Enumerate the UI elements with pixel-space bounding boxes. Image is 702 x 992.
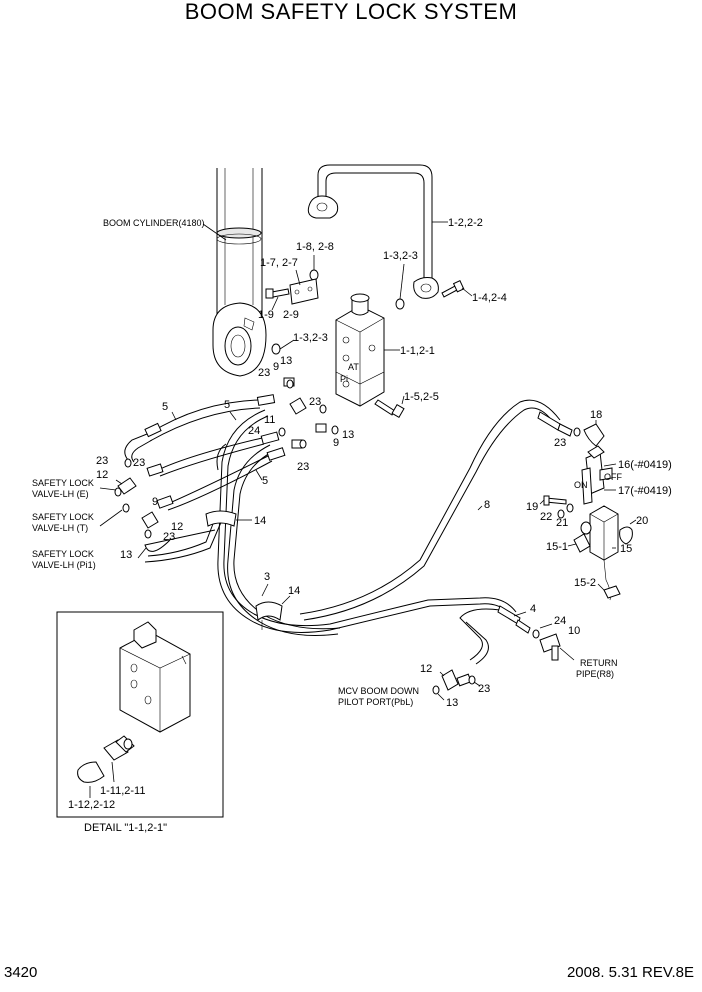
callout-23: 23 — [297, 461, 309, 473]
callout-16: 16(-#0419) — [618, 459, 672, 471]
page-number: 3420 — [4, 964, 38, 981]
callout-14: 14 — [254, 515, 266, 527]
washer — [557, 509, 565, 519]
callout-9: 9 — [273, 361, 279, 373]
label-safety-lock-t: SAFETY LOCK — [32, 512, 94, 522]
clamp — [255, 601, 283, 630]
bolt — [374, 399, 405, 419]
label-safety-lock-pi: SAFETY LOCK — [32, 549, 94, 559]
plate — [289, 278, 319, 305]
callout-boom-cylinder: BOOM CYLINDER(4180) — [103, 218, 205, 228]
callout-1-7-2-7: 1-7, 2-7 — [260, 257, 298, 269]
callout-23: 23 — [96, 455, 108, 467]
callout-12: 12 — [96, 469, 108, 481]
o-ring — [532, 629, 540, 639]
hose-8 — [299, 399, 573, 621]
callout-3: 3 — [264, 571, 270, 583]
callout-10: 10 — [568, 625, 580, 637]
callout-14: 14 — [288, 585, 300, 597]
callout-5: 5 — [224, 399, 230, 411]
label-return: RETURN — [580, 658, 618, 668]
port-label-pi: Pi — [340, 374, 348, 384]
switch-on-label: ON — [574, 480, 588, 490]
safety-lock-valve: AT Pi — [335, 293, 385, 407]
callout-13: 13 — [120, 549, 132, 561]
callout-1-5-2-5: 1-5,2-5 — [404, 391, 439, 403]
callout-9: 9 — [333, 437, 339, 449]
callout-15: 15 — [620, 543, 632, 555]
tee-fitting — [539, 633, 561, 661]
o-ring — [309, 269, 319, 281]
callout-12: 12 — [171, 521, 183, 533]
callout-1-3-2-3-top: 1-3,2-3 — [383, 250, 418, 262]
port-label-at: AT — [348, 362, 359, 372]
hose-fittings — [114, 377, 339, 539]
bottom-fittings — [432, 669, 476, 695]
detail-caption: DETAIL "1-1,2-1" — [84, 822, 167, 834]
bolt — [265, 288, 290, 299]
callout-13: 13 — [280, 355, 292, 367]
boom-cylinder — [212, 168, 267, 377]
callout-22: 22 — [540, 511, 552, 523]
callout-4: 4 — [530, 603, 536, 615]
switch-off-label: OFF — [604, 472, 622, 482]
callout-1-2-2-2: 1-2,2-2 — [448, 217, 483, 229]
callout-15-2: 15-2 — [574, 577, 596, 589]
detail-box — [56, 611, 224, 818]
callout-1-1-2-1: 1-1,2-1 — [400, 345, 435, 357]
callout-5: 5 — [262, 475, 268, 487]
callout-17: 17(-#0419) — [618, 485, 672, 497]
o-ring — [395, 298, 405, 310]
callout-1-4-2-4: 1-4,2-4 — [472, 292, 507, 304]
washer — [566, 503, 574, 513]
callout-23: 23 — [309, 396, 321, 408]
steel-tube — [307, 164, 439, 299]
solenoid-valve — [573, 505, 633, 601]
callout-24: 24 — [248, 425, 260, 437]
callout-1-8-2-8: 1-8, 2-8 — [296, 241, 334, 253]
callout-23: 23 — [163, 531, 175, 543]
callout-20: 20 — [636, 515, 648, 527]
page-title: BOOM SAFETY LOCK SYSTEM — [184, 0, 518, 24]
callout-5: 5 — [162, 401, 168, 413]
label-valve-lh-e: VALVE-LH (E) — [32, 489, 89, 499]
callout-1-3-2-3-mid: 1-3,2-3 — [293, 332, 328, 344]
callout-1-9: 1-9 — [258, 309, 274, 321]
callout-2-9: 2-9 — [283, 309, 299, 321]
callout-8: 8 — [484, 499, 490, 511]
switch-valve: OFF ON — [574, 445, 622, 505]
hose-bundle — [124, 399, 517, 636]
callout-21: 21 — [556, 517, 568, 529]
o-ring — [573, 427, 581, 437]
callout-12: 12 — [420, 663, 432, 675]
detail-callout-1-12: 1-12,2-12 — [68, 799, 115, 811]
hose-4 — [459, 605, 531, 665]
label-pilot-port: PILOT PORT(PbL) — [338, 697, 413, 707]
bolt — [543, 495, 567, 506]
label-safety-lock-e: SAFETY LOCK — [32, 478, 94, 488]
callout-23: 23 — [478, 683, 490, 695]
callout-23: 23 — [133, 457, 145, 469]
bolt — [441, 280, 465, 298]
callout-11: 11 — [264, 414, 275, 426]
callout-18: 18 — [590, 409, 602, 421]
clamp — [205, 510, 237, 527]
elbow-fitting — [583, 423, 605, 447]
callout-23: 23 — [554, 437, 566, 449]
callout-13: 13 — [342, 429, 354, 441]
o-ring — [271, 343, 281, 355]
callout-24: 24 — [554, 615, 566, 627]
revision-date: 2008. 5.31 REV.8E — [566, 964, 694, 981]
label-valve-lh-pi: VALVE-LH (Pi1) — [32, 560, 96, 570]
label-return-pipe: PIPE(R8) — [576, 669, 614, 679]
callout-23: 23 — [258, 367, 270, 379]
label-valve-lh-t: VALVE-LH (T) — [32, 523, 88, 533]
callout-19: 19 — [526, 501, 538, 513]
callout-15-1: 15-1 — [546, 541, 568, 553]
label-mcv-boom-down: MCV BOOM DOWN — [338, 686, 419, 696]
detail-callout-1-11: 1-11,2-11 — [100, 785, 145, 797]
callout-13: 13 — [446, 697, 458, 709]
callout-9: 9 — [152, 496, 158, 508]
